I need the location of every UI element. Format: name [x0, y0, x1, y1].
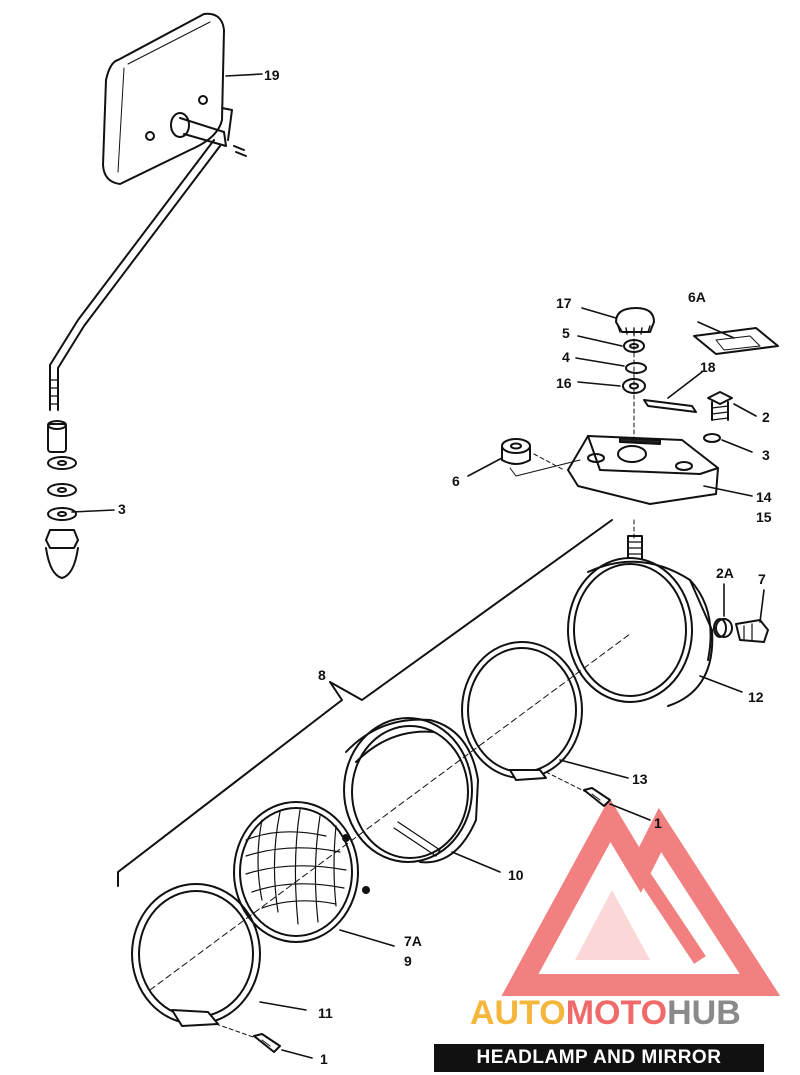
mirror-assembly	[45, 12, 247, 579]
callout-18: 18	[700, 359, 716, 375]
callout-7: 7	[758, 571, 766, 587]
callout-1-upper: 1	[654, 815, 662, 831]
callout-8: 8	[318, 667, 326, 683]
callout-6a: 6A	[688, 289, 706, 305]
inner-ring	[343, 717, 479, 864]
watermark-text: AUTOMOTOHUB	[470, 994, 741, 1032]
callout-4: 4	[562, 349, 570, 365]
callout-19: 19	[264, 67, 280, 83]
callout-11: 11	[318, 1005, 333, 1021]
outer-rim	[131, 883, 261, 1027]
callout-2: 2	[762, 409, 770, 425]
callout-10: 10	[508, 867, 524, 883]
callout-3-top: 3	[762, 447, 770, 463]
callout-9: 9	[404, 953, 412, 969]
callout-17: 17	[556, 295, 572, 311]
sealed-beam-lamp	[233, 801, 370, 943]
screw-upper	[583, 787, 611, 807]
callout-5: 5	[562, 325, 570, 341]
watermark-hub: HUB	[667, 994, 741, 1032]
callout-7a: 7A	[404, 933, 422, 949]
mounting-hardware	[501, 307, 779, 505]
retaining-ring	[461, 641, 583, 781]
callout-6: 6	[452, 473, 460, 489]
callout-labels: 19 17 6A 5 4 18 16 2 3 6 14 15 3 2A 7 12…	[118, 67, 772, 1067]
title-bar	[434, 1044, 764, 1072]
callout-2a: 2A	[716, 565, 734, 581]
screw-lower	[253, 1033, 281, 1053]
watermark-moto: MOTO	[566, 994, 667, 1032]
callout-15: 15	[756, 509, 772, 525]
automotohub-logo-mark	[501, 797, 781, 996]
callout-12: 12	[748, 689, 764, 705]
diagram-title: HEADLAMP AND MIRROR	[476, 1047, 722, 1068]
assembly-bracket-8	[117, 519, 613, 887]
watermark-auto: AUTO	[470, 994, 566, 1032]
callout-13: 13	[632, 771, 648, 787]
callout-16: 16	[556, 375, 572, 391]
headlamp-housing	[567, 519, 769, 707]
callout-1-lower: 1	[320, 1051, 328, 1067]
callout-3-left: 3	[118, 501, 126, 517]
callout-14: 14	[756, 489, 772, 505]
